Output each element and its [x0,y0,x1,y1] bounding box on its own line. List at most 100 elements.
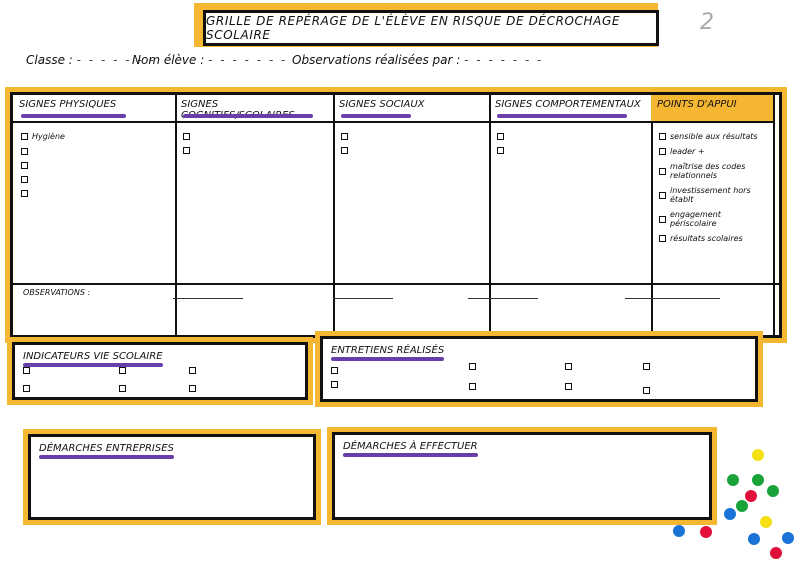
checkbox[interactable] [341,132,348,140]
list-item[interactable]: sensible aux résultats [659,132,765,141]
list-item[interactable] [497,146,643,154]
underline [331,357,445,361]
column-header: Signes sociaux [333,95,489,123]
item-label: Hygiène [32,132,65,141]
decorative-dot [736,500,748,512]
checkbox[interactable] [643,387,650,394]
column-header: Signes comportementaux [489,95,651,123]
observation-line [333,298,393,299]
list-item[interactable]: leader + [659,147,765,156]
underline [343,453,478,457]
list-item[interactable] [21,147,167,155]
decorative-dot [748,533,760,545]
checkbox[interactable] [659,215,666,223]
panel-indicateurs-vie-scolaire: Indicateurs vie scolaire [12,342,308,400]
column-signes-sociaux: Signes sociaux [333,95,491,335]
page-title: Grille de repérage de l'élève en risque … [203,10,659,46]
item-list: Hygiène [13,123,175,209]
checkbox[interactable] [189,385,196,392]
checkbox[interactable] [23,367,30,374]
item-list: sensible aux résultats leader + maîtrise… [651,123,773,255]
checkbox[interactable] [21,147,28,155]
list-item[interactable] [21,189,167,197]
checkbox[interactable] [565,383,572,390]
checkbox[interactable] [469,363,476,370]
checkbox[interactable] [119,367,126,374]
checkbox[interactable] [659,191,666,199]
classe-dots: - - - - - - - [76,53,156,67]
column-title: Signes physiques [19,99,117,110]
underline [183,114,313,118]
panel-title: Démarches entreprises [39,443,174,459]
panel-title: Démarches à effectuer [343,441,478,457]
panel-title-text: Indicateurs vie scolaire [23,351,163,362]
column-signes-physiques: Signes physiques Hygiène [13,95,177,335]
checkbox[interactable] [643,363,650,370]
underline [341,114,411,118]
list-item[interactable] [183,132,325,140]
list-item[interactable] [341,146,481,154]
page-number: 2 [700,10,714,35]
item-list [489,123,651,166]
checkbox[interactable] [21,175,28,183]
column-title: Signes comportementaux [495,99,641,110]
list-item[interactable]: résultats scolaires [659,234,765,243]
decorative-dot [752,449,764,461]
item-label: engagement périscolaire [670,210,721,228]
nom-eleve-dots: - - - - - - - [208,53,288,67]
column-signes-cognitifs: Signes cognitifs/scolaires [175,95,335,335]
checkbox[interactable] [189,367,196,374]
list-item[interactable]: investissement hors établt [659,186,765,204]
decorative-dot [745,490,757,502]
checkbox[interactable] [659,167,666,175]
checkbox[interactable] [21,189,28,197]
column-header: Signes physiques [13,95,175,123]
checkbox[interactable] [331,367,338,374]
classe-field: Classe : - - - - - - - [26,53,156,67]
checkbox[interactable] [183,146,190,154]
column-points-appui: Points d'appui sensible aux résultats le… [651,95,775,335]
checkbox[interactable] [497,146,504,154]
panel-demarches-entreprises: Démarches entreprises [28,434,316,520]
nom-eleve-field: Nom élève : - - - - - - - [132,53,287,67]
item-list [333,123,489,166]
observation-line [173,298,243,299]
list-item[interactable] [497,132,643,140]
checkbox[interactable] [497,132,504,140]
list-item[interactable] [21,161,167,169]
checkbox[interactable] [565,363,572,370]
decorative-dot [767,485,779,497]
signs-grid: Signes physiques Hygiène Signes cognitif… [10,92,782,338]
list-item[interactable] [183,146,325,154]
observations-field: Observations réalisées par : - - - - - -… [292,53,543,67]
item-label: leader + [670,147,705,156]
item-label: sensible aux résultats [670,132,758,141]
checkbox[interactable] [23,385,30,392]
checkbox[interactable] [331,381,338,388]
underline [23,363,163,367]
observation-line [468,298,538,299]
item-label: investissement hors établt [670,186,751,204]
column-header: Points d'appui [651,95,773,123]
list-item[interactable] [21,175,167,183]
decorative-dot [700,526,712,538]
checkbox[interactable] [659,133,666,140]
checkbox[interactable] [341,146,348,154]
list-item[interactable]: engagement périscolaire [659,210,765,228]
observations-divider [13,283,779,285]
observations-row-label: Observations : [23,288,91,297]
checkbox[interactable] [21,133,28,140]
checkbox[interactable] [21,161,28,169]
list-item[interactable] [341,132,481,140]
checkbox[interactable] [119,385,126,392]
list-item[interactable]: Hygiène [21,132,167,141]
decorative-dot [752,474,764,486]
checkbox[interactable] [183,132,190,140]
checkbox[interactable] [659,235,666,242]
column-signes-comportementaux: Signes comportementaux [489,95,653,335]
checkbox[interactable] [469,383,476,390]
checkbox[interactable] [659,148,666,155]
list-item[interactable]: maîtrise des codes relationnels [659,162,765,180]
observations-dots: - - - - - - - [464,53,544,67]
panel-title-text: Démarches à effectuer [343,441,478,452]
